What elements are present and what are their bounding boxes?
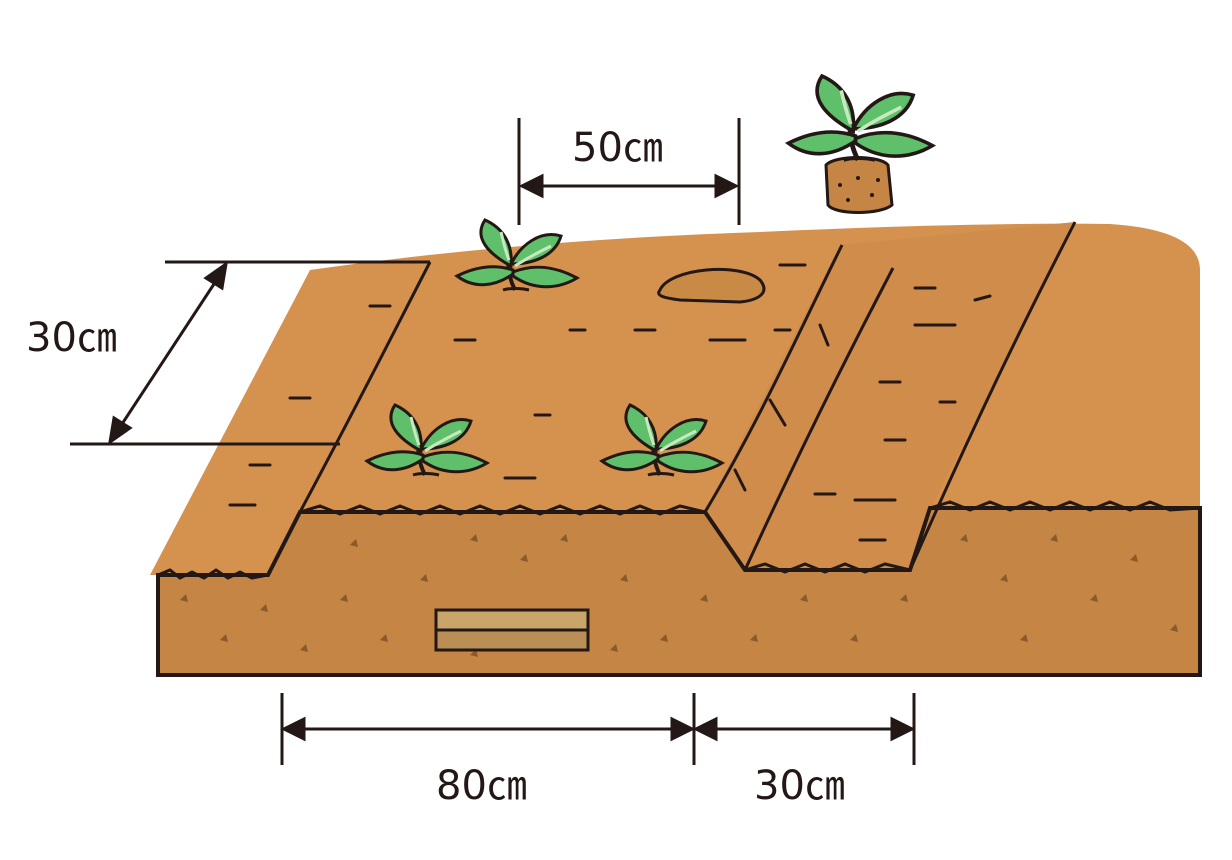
seedling-with-root-ball-icon xyxy=(788,76,932,214)
soil-texture xyxy=(180,534,1178,657)
dimension-lines xyxy=(70,118,916,765)
plant-spacing-label: 50㎝ xyxy=(572,125,663,171)
furrow xyxy=(705,222,1075,570)
furrow-width-label: 30㎝ xyxy=(754,763,845,809)
bed-front-side xyxy=(156,506,1202,677)
row-spacing-label: 30㎝ xyxy=(26,315,117,361)
bed-width-label: 80㎝ xyxy=(436,763,527,809)
wooden-board-icon xyxy=(434,608,590,652)
planting-hole xyxy=(657,267,766,304)
